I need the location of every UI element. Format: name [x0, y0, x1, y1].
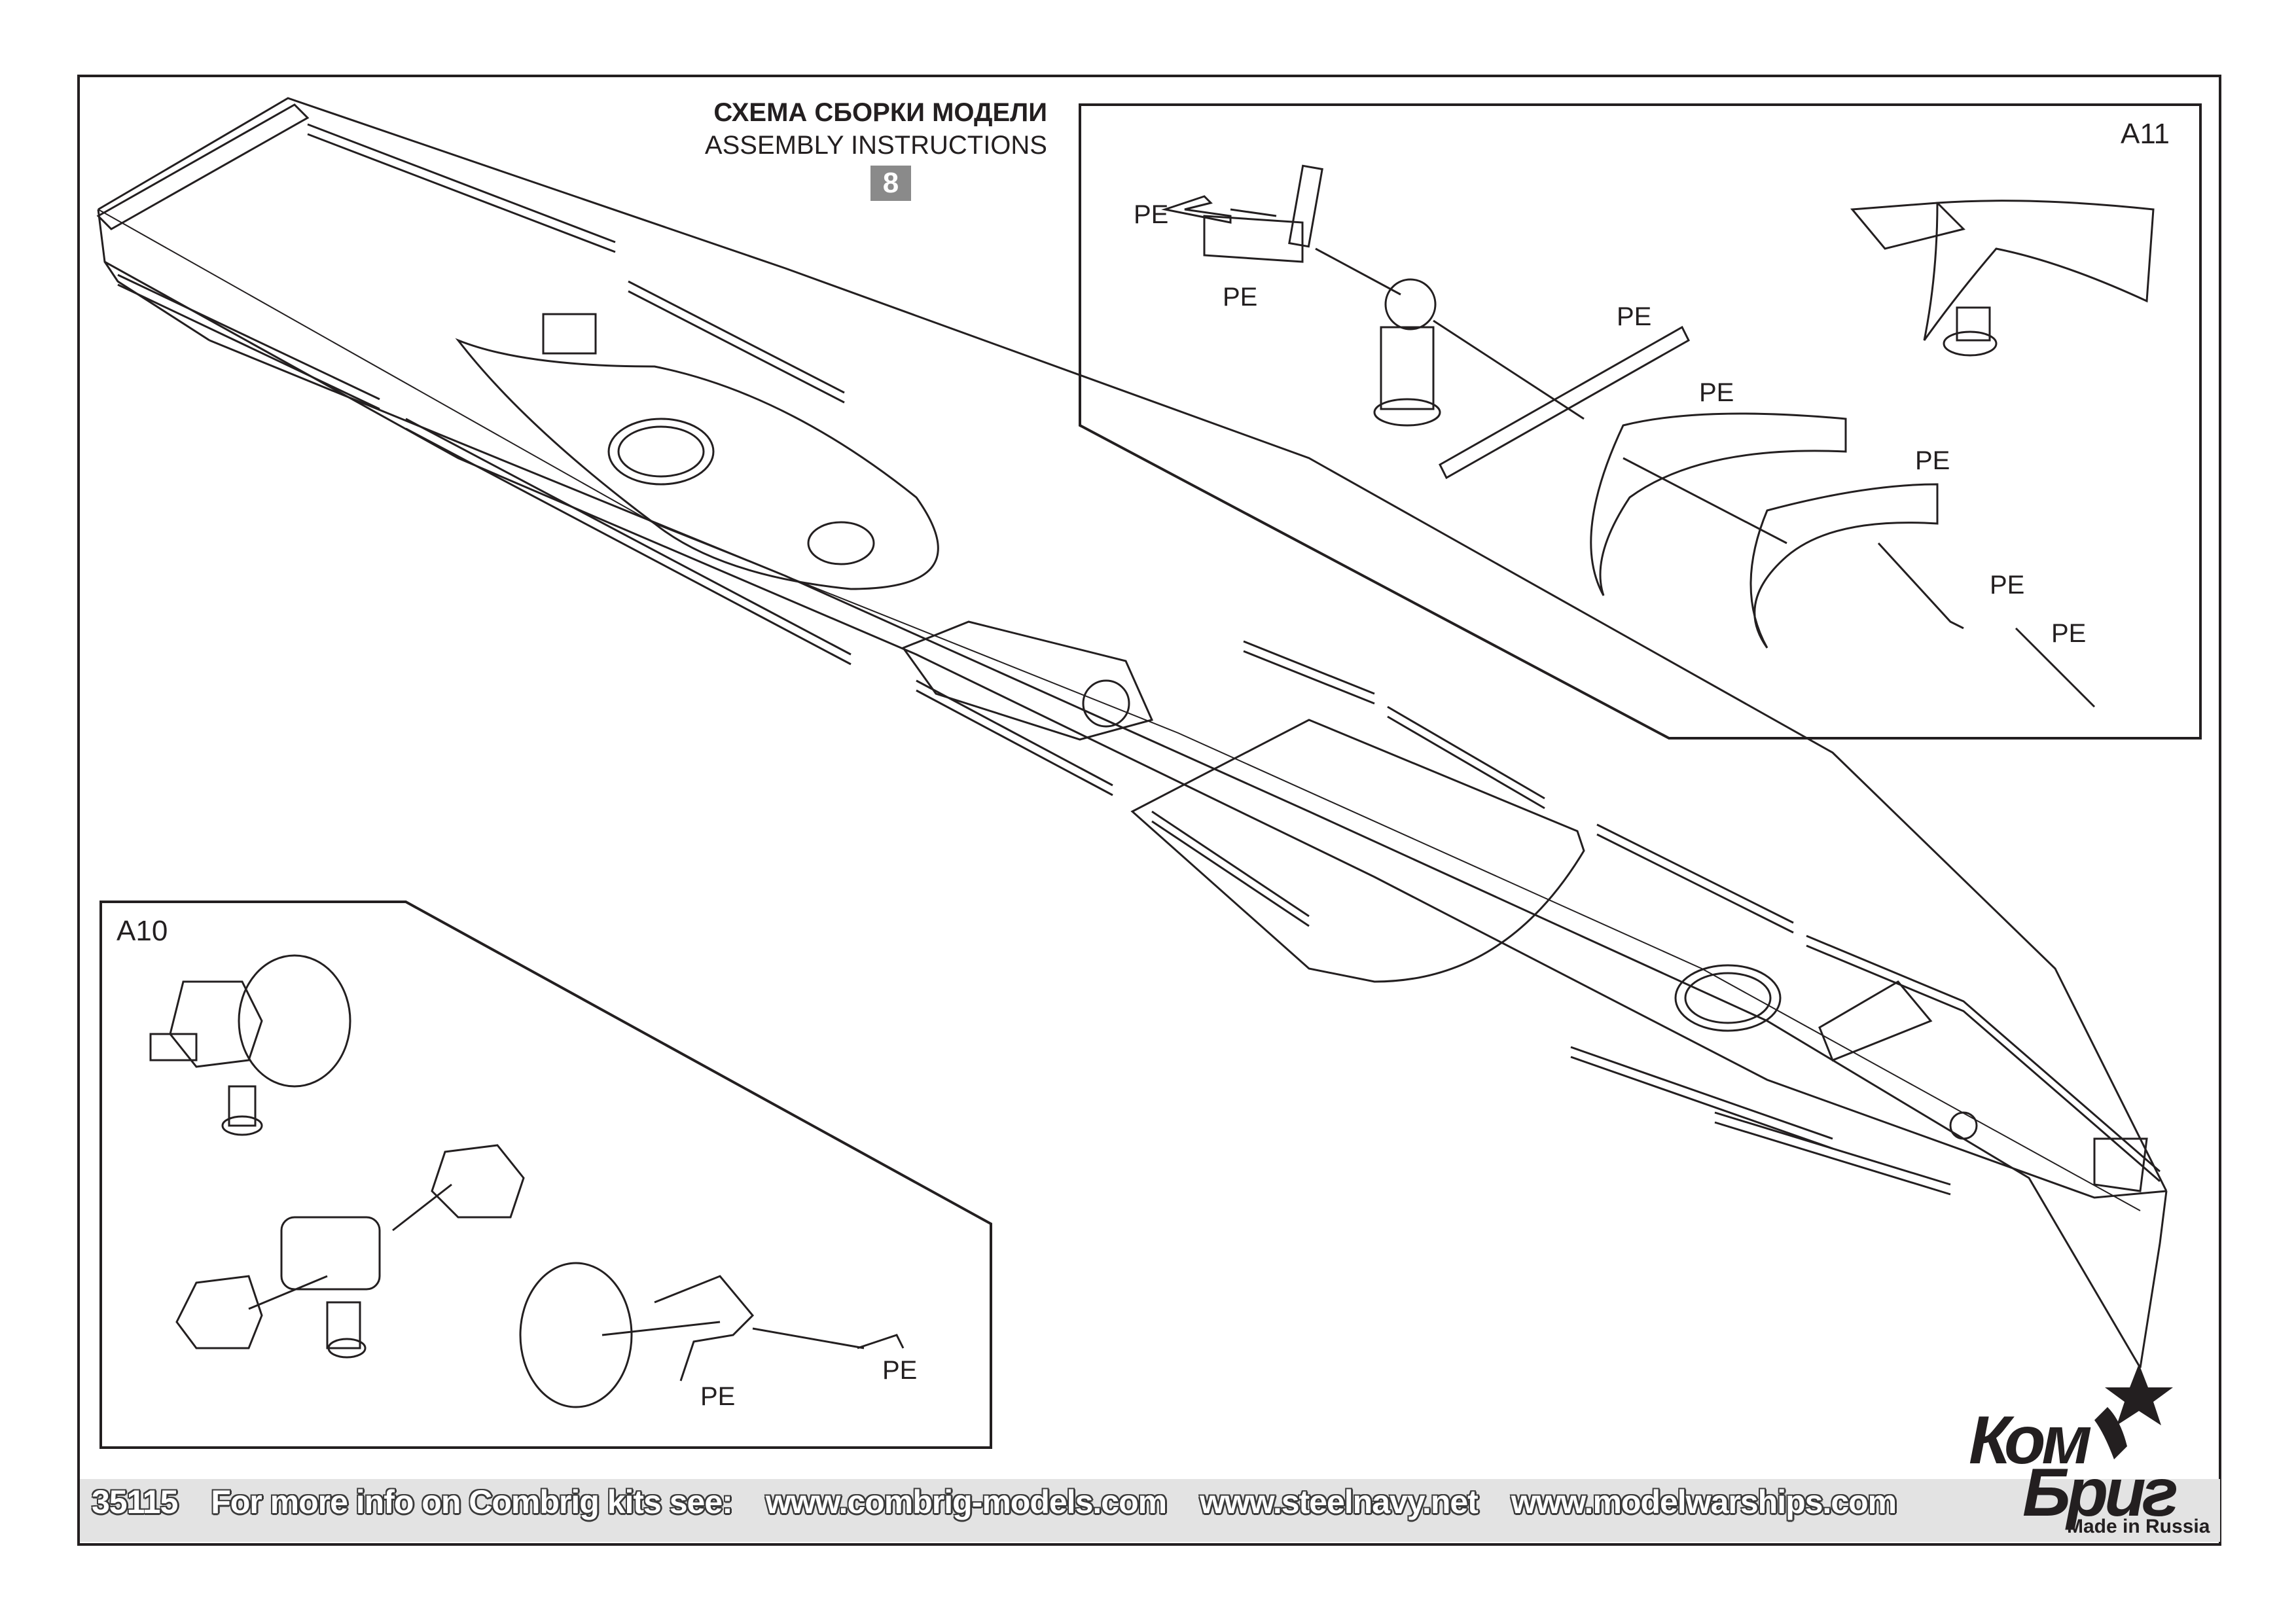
pe-label: PE — [1617, 302, 1652, 331]
brand-logo-line1: Ком — [1969, 1402, 2092, 1478]
footer-band — [80, 1479, 2220, 1542]
railings — [96, 103, 2161, 1196]
brand-star-icon — [2105, 1364, 2173, 1425]
title-en: ASSEMBLY INSTRUCTIONS — [704, 131, 1047, 160]
section-label-a10: A10 — [117, 915, 168, 947]
pe-label: PE — [882, 1356, 918, 1385]
info-text: For more info on Combrig kits see: — [211, 1484, 733, 1520]
brand-torch-icon — [2094, 1407, 2127, 1459]
a10-panel — [99, 901, 992, 1449]
section-label-a11: A11 — [2121, 118, 2170, 150]
pe-label: PE — [2051, 619, 2087, 648]
brand-logo-line2: Бриг — [2022, 1455, 2178, 1531]
title-ru: СХЕМА СБОРКИ МОДЕЛИ — [713, 98, 1047, 127]
ship-hull — [97, 97, 2168, 1368]
a11-parts — [1161, 164, 2155, 708]
footer-text: 35115 For more info on Combrig kits see:… — [92, 1483, 1921, 1521]
pe-label: PE — [700, 1382, 736, 1411]
a11-panel — [1079, 103, 2202, 740]
kit-number: 35115 — [92, 1484, 178, 1520]
pe-label: PE — [1990, 571, 2025, 599]
pe-label: PE — [1134, 200, 1169, 229]
link-steelnavy[interactable]: www.steelnavy.net — [1200, 1484, 1479, 1520]
pe-label: PE — [1915, 446, 1950, 475]
made-in-russia: Made in Russia — [2067, 1516, 2210, 1537]
sheet-frame — [77, 75, 2221, 1546]
link-modelwarships[interactable]: www.modelwarships.com — [1511, 1484, 1897, 1520]
pe-label: PE — [1223, 283, 1258, 312]
pe-label: PE — [1699, 378, 1734, 407]
step-badge: 8 — [870, 166, 911, 201]
deck-fittings — [455, 313, 2148, 1192]
link-combrig[interactable]: www.combrig-models.com — [765, 1484, 1167, 1520]
a10-parts — [149, 954, 905, 1408]
